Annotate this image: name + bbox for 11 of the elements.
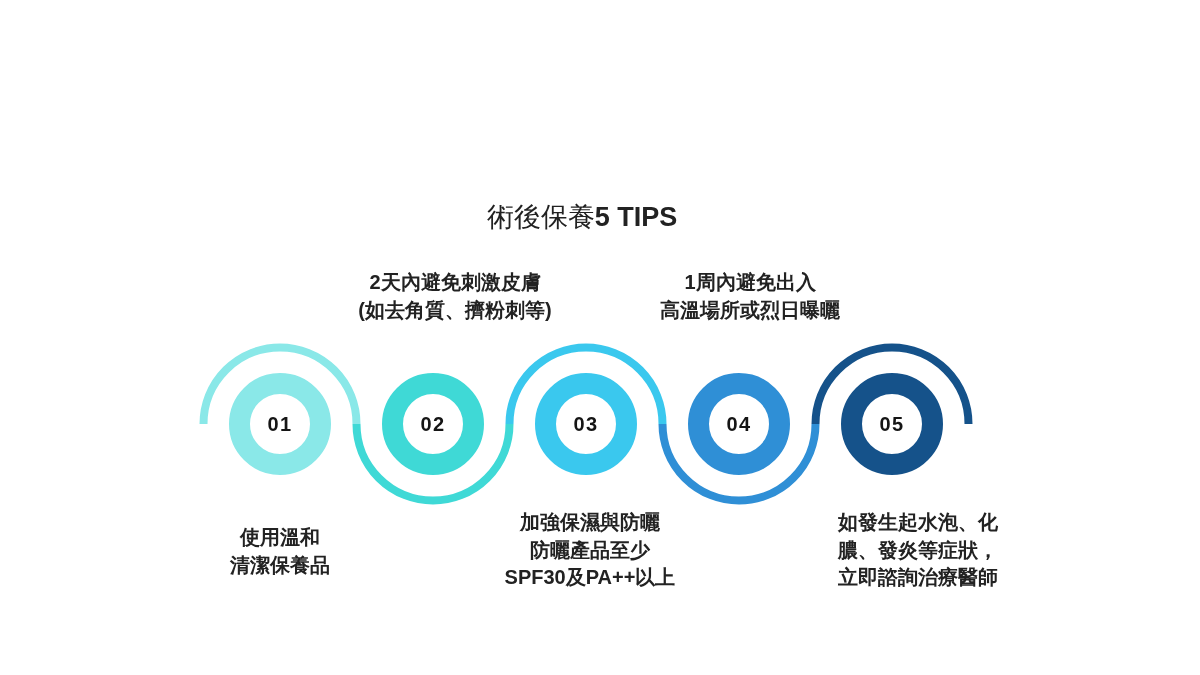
tip-text: 加強保濕與防曬防曬產品至少SPF30及PA++以上 [504,510,676,590]
tip-text: 1周內避免出入高溫場所或烈日曝曬 [660,270,840,323]
tip-text: 2天內避免刺激皮膚(如去角質、擠粉刺等) [358,270,552,323]
step-number: 01 [267,413,293,435]
step-number: 05 [879,413,905,435]
title: 術後保養5 TIPS [486,201,678,234]
tip-text: 使用溫和清潔保養品 [230,525,330,578]
step-number: 04 [726,413,752,435]
step-number: 03 [573,413,599,435]
tip-text: 如發生起水泡、化膿、發炎等症狀，立即諮詢治療醫師 [838,510,998,590]
step-number: 02 [420,413,446,435]
